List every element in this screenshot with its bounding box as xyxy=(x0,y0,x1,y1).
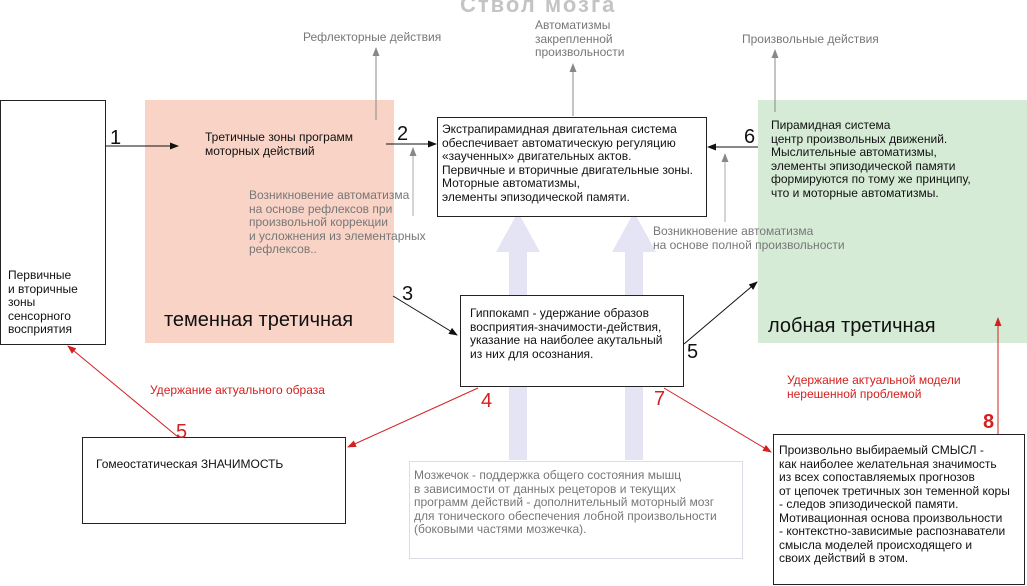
hippocampus-box: Гиппокамп - удержание образов восприятия… xyxy=(460,295,684,387)
hippocampus-text: Гиппокамп - удержание образов восприятия… xyxy=(470,306,663,361)
brainstem-title: Ствол мозга xyxy=(460,0,617,17)
step-3: 3 xyxy=(402,283,414,305)
cerebellum-text: Мозжечок - поддержка общего состояния мы… xyxy=(414,468,717,536)
extrapyramidal-box: Экстрапирамидная двигательная система об… xyxy=(437,117,707,217)
arrow-3 xyxy=(392,295,458,336)
meaning-text: Произвольно выбираемый СМЫСЛ - как наибо… xyxy=(779,443,1010,565)
step-5-homeostatic: 5 xyxy=(176,421,188,443)
step-7: 7 xyxy=(654,388,666,410)
automatisms-label: Автоматизмы закрепленной произвольности xyxy=(535,18,625,59)
step-1: 1 xyxy=(110,127,122,149)
frontal-title: лобная третичная xyxy=(768,315,936,337)
auto-reflex-label: Возникновение автоматизма на основе рефл… xyxy=(249,188,426,256)
meaning-box: Произвольно выбираемый СМЫСЛ - как наибо… xyxy=(773,434,1025,585)
step-4: 4 xyxy=(481,390,493,412)
hold-image-label: Удержание актуального образа xyxy=(150,383,325,397)
arrow-4 xyxy=(347,387,479,448)
hold-model-label: Удержание актуальной модели нерешенной п… xyxy=(787,373,961,401)
parietal-text: Третичные зоны программ моторных действи… xyxy=(205,130,354,158)
step-2: 2 xyxy=(397,123,409,145)
frontal-zone xyxy=(758,100,1027,343)
voluntary-actions-label: Произвольные действия xyxy=(742,32,879,46)
homeostatic-box: Гомеостатическая ЗНАЧИМОСТЬ xyxy=(82,437,346,524)
arrow-5-homeostatic xyxy=(67,345,179,438)
cerebellum-box: Мозжечок - поддержка общего состояния мы… xyxy=(409,461,743,559)
step-5-frontal: 5 xyxy=(687,341,699,363)
step-8: 8 xyxy=(983,411,995,433)
extrapyramidal-text: Экстрапирамидная двигательная система об… xyxy=(442,122,694,204)
sensory-text: Первичные и вторичные зоны сенсорного во… xyxy=(8,268,78,336)
arrow-7 xyxy=(663,387,772,453)
auto-full-label: Возникновение автоматизма на основе полн… xyxy=(653,224,845,252)
sensory-box: Первичные и вторичные зоны сенсорного во… xyxy=(0,100,106,345)
parietal-zone xyxy=(145,100,394,343)
parietal-title: теменная третичная xyxy=(164,309,354,331)
arrow-5-frontal xyxy=(683,281,758,345)
step-6: 6 xyxy=(744,126,756,148)
frontal-text: Пирамидная система центр произвольных дв… xyxy=(771,118,971,200)
homeostatic-text: Гомеостатическая ЗНАЧИМОСТЬ xyxy=(96,457,284,471)
reflex-actions-label: Рефлекторные действия xyxy=(303,30,442,44)
